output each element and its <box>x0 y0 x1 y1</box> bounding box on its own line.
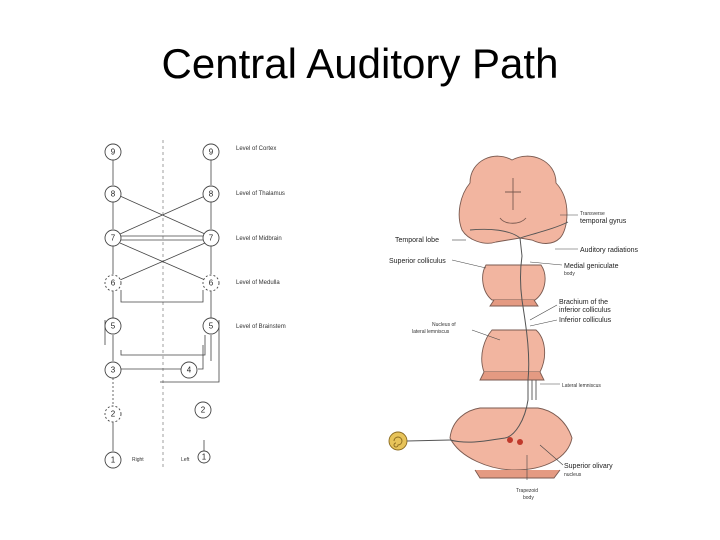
brain-sulci <box>499 178 527 224</box>
auditory-nerve <box>406 439 451 442</box>
side-right-label: Right <box>132 457 144 463</box>
olivary-nucleus-dot <box>517 439 523 445</box>
node-circle <box>202 274 220 292</box>
label-brachium-line2: inferior colliculus <box>559 307 611 314</box>
label-trapezoid-line1: Trapezoid <box>516 488 538 494</box>
lateral-lemniscus-path <box>449 237 530 443</box>
schematic-nodes <box>104 143 220 469</box>
cochlea-spiral <box>393 436 403 448</box>
level-brainstem-label: Level of Brainstem <box>236 324 286 330</box>
label-brachium-line1: Brachium of the <box>559 299 608 306</box>
side-left-label: Left <box>181 457 190 463</box>
route-line <box>198 345 204 370</box>
node-label: 1 <box>111 456 116 465</box>
node-label: 4 <box>187 366 192 375</box>
midbrain-slab <box>489 299 539 307</box>
level-medulla-label: Level of Medulla <box>236 280 280 286</box>
label-trapezoid-line2: body <box>523 495 534 501</box>
label-inferior-colliculus: Inferior colliculus <box>559 317 612 324</box>
lemniscus-fibers <box>531 380 537 400</box>
label-transverse-line2: temporal gyrus <box>580 218 627 225</box>
node-circle <box>104 274 122 292</box>
route-line <box>120 290 204 303</box>
pons-section <box>481 329 546 373</box>
level-thalamus-label: Level of Thalamus <box>236 191 285 197</box>
label-medial-line1: Medial geniculate <box>564 263 619 270</box>
crossing-line <box>119 195 206 235</box>
node-label: 9 <box>111 148 116 157</box>
node-circle <box>104 229 122 247</box>
node-circle <box>104 361 122 379</box>
node-circle <box>194 401 212 419</box>
anatomy-illustration <box>388 155 573 479</box>
leader-lines <box>451 214 578 480</box>
node-circle <box>202 317 220 335</box>
label-temporal-lobe: Temporal lobe <box>395 237 439 244</box>
node-circle <box>104 405 122 423</box>
label-lateral-lemniscus: Lateral lemniscus <box>562 383 601 389</box>
level-cortex-label: Level of Cortex <box>236 146 276 152</box>
node-label: 5 <box>209 322 214 331</box>
node-label: 1 <box>202 453 207 462</box>
node-label: 7 <box>111 234 116 243</box>
node-label: 8 <box>111 190 116 199</box>
label-transverse-line1: Transverse <box>580 211 605 217</box>
level-midbrain-label: Level of Midbrain <box>236 236 282 242</box>
midbrain-section <box>482 264 546 301</box>
node-label: 7 <box>209 234 214 243</box>
node-circle <box>104 143 122 161</box>
node-circle <box>202 229 220 247</box>
label-superior-colliculus: Superior colliculus <box>389 258 446 265</box>
node-label: 6 <box>111 279 116 288</box>
node-label: 2 <box>111 410 116 419</box>
label-superior-olivary-line2: nucleus <box>564 472 582 478</box>
node-circle <box>202 143 220 161</box>
node-label: 5 <box>111 322 116 331</box>
node-circle <box>104 185 122 203</box>
pons-slab <box>479 371 545 381</box>
label-nucleus-line2: lateral lemniscus <box>412 329 450 335</box>
label-superior-olivary-line1: Superior olivary <box>564 463 613 470</box>
node-circle <box>104 451 122 469</box>
label-nucleus-line1: Nucleus of <box>432 322 456 328</box>
node-circle <box>197 450 211 464</box>
cochlea <box>388 431 408 451</box>
slide-title: Central Auditory Path <box>161 40 559 87</box>
node-circle <box>180 361 198 379</box>
node-label: 2 <box>201 406 206 415</box>
auditory-schematic <box>104 140 220 470</box>
node-circle <box>202 185 220 203</box>
label-auditory-radiations: Auditory radiations <box>580 247 638 254</box>
node-label: 6 <box>209 279 214 288</box>
olivary-nucleus-dot <box>507 437 513 443</box>
node-label: 9 <box>209 148 214 157</box>
route-line <box>120 335 206 356</box>
medulla-slab <box>474 469 561 479</box>
auditory-radiation-path <box>469 221 569 239</box>
label-medial-line2: body <box>564 271 575 277</box>
node-label: 3 <box>111 366 116 375</box>
node-label: 8 <box>209 190 214 199</box>
node-circle <box>104 317 122 335</box>
route-line <box>160 320 220 383</box>
crossing-line <box>119 242 206 281</box>
